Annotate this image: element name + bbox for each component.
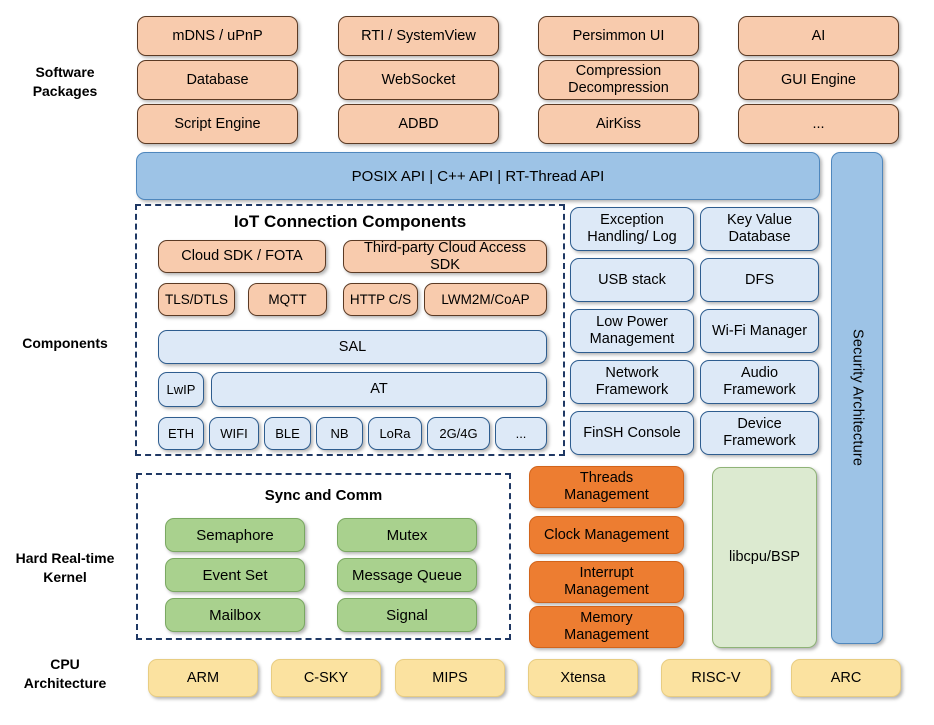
iot-http-cs[interactable]: HTTP C/S bbox=[343, 283, 418, 316]
package-persimmon-ui[interactable]: Persimmon UI bbox=[538, 16, 699, 56]
kernel-signal[interactable]: Signal bbox=[337, 598, 477, 632]
component-usb-stack[interactable]: USB stack bbox=[570, 258, 694, 302]
iot-lwip[interactable]: LwIP bbox=[158, 372, 204, 407]
cpu-arm[interactable]: ARM bbox=[148, 659, 258, 697]
sync-and-comm-group bbox=[136, 473, 511, 640]
iot-tls-dtls[interactable]: TLS/DTLS bbox=[158, 283, 235, 316]
component-wifi-manager[interactable]: Wi-Fi Manager bbox=[700, 309, 819, 353]
cpu-arc[interactable]: ARC bbox=[791, 659, 901, 697]
kernel-semaphore[interactable]: Semaphore bbox=[165, 518, 305, 552]
package-mdns-upnp[interactable]: mDNS / uPnP bbox=[137, 16, 298, 56]
package-gui-engine[interactable]: GUI Engine bbox=[738, 60, 899, 100]
package-script-engine[interactable]: Script Engine bbox=[137, 104, 298, 144]
iot-group-title: IoT Connection Components bbox=[233, 212, 467, 231]
kernel-mutex[interactable]: Mutex bbox=[337, 518, 477, 552]
iot-third-party-sdk[interactable]: Third-party Cloud Access SDK bbox=[343, 240, 547, 273]
component-dfs[interactable]: DFS bbox=[700, 258, 819, 302]
package-airkiss[interactable]: AirKiss bbox=[538, 104, 699, 144]
package-more[interactable]: ... bbox=[738, 104, 899, 144]
cpu-riscv[interactable]: RISC-V bbox=[661, 659, 771, 697]
sync-group-title: Sync and Comm bbox=[264, 487, 383, 504]
security-architecture-bar[interactable]: Security Architecture bbox=[831, 152, 883, 644]
iot-link-eth[interactable]: ETH bbox=[158, 417, 204, 450]
kernel-message-queue[interactable]: Message Queue bbox=[337, 558, 477, 592]
component-finsh-console[interactable]: FinSH Console bbox=[570, 411, 694, 455]
kernel-clock-management[interactable]: Clock Management bbox=[529, 516, 684, 554]
iot-lwm2m-coap[interactable]: LWM2M/CoAP bbox=[424, 283, 547, 316]
package-rti-systemview[interactable]: RTI / SystemView bbox=[338, 16, 499, 56]
iot-link-more[interactable]: ... bbox=[495, 417, 547, 450]
api-bar[interactable]: POSIX API | C++ API | RT-Thread API bbox=[136, 152, 820, 200]
row-label-components: Components bbox=[22, 335, 108, 351]
kernel-mailbox[interactable]: Mailbox bbox=[165, 598, 305, 632]
package-ai[interactable]: AI bbox=[738, 16, 899, 56]
iot-link-wifi[interactable]: WIFI bbox=[209, 417, 259, 450]
iot-sal[interactable]: SAL bbox=[158, 330, 547, 364]
kernel-libcpu-bsp[interactable]: libcpu/BSP bbox=[712, 467, 817, 648]
iot-link-ble[interactable]: BLE bbox=[264, 417, 311, 450]
iot-link-lora[interactable]: LoRa bbox=[368, 417, 422, 450]
kernel-event-set[interactable]: Event Set bbox=[165, 558, 305, 592]
cpu-csky[interactable]: C-SKY bbox=[271, 659, 381, 697]
iot-link-nb[interactable]: NB bbox=[316, 417, 363, 450]
cpu-mips[interactable]: MIPS bbox=[395, 659, 505, 697]
iot-mqtt[interactable]: MQTT bbox=[248, 283, 327, 316]
iot-at[interactable]: AT bbox=[211, 372, 547, 407]
package-adbd[interactable]: ADBD bbox=[338, 104, 499, 144]
package-database[interactable]: Database bbox=[137, 60, 298, 100]
iot-cloud-sdk-fota[interactable]: Cloud SDK / FOTA bbox=[158, 240, 326, 273]
security-architecture-label: Security Architecture bbox=[849, 329, 866, 467]
package-websocket[interactable]: WebSocket bbox=[338, 60, 499, 100]
iot-connection-components-group bbox=[135, 204, 565, 456]
iot-link-2g4g[interactable]: 2G/4G bbox=[427, 417, 490, 450]
cpu-xtensa[interactable]: Xtensa bbox=[528, 659, 638, 697]
